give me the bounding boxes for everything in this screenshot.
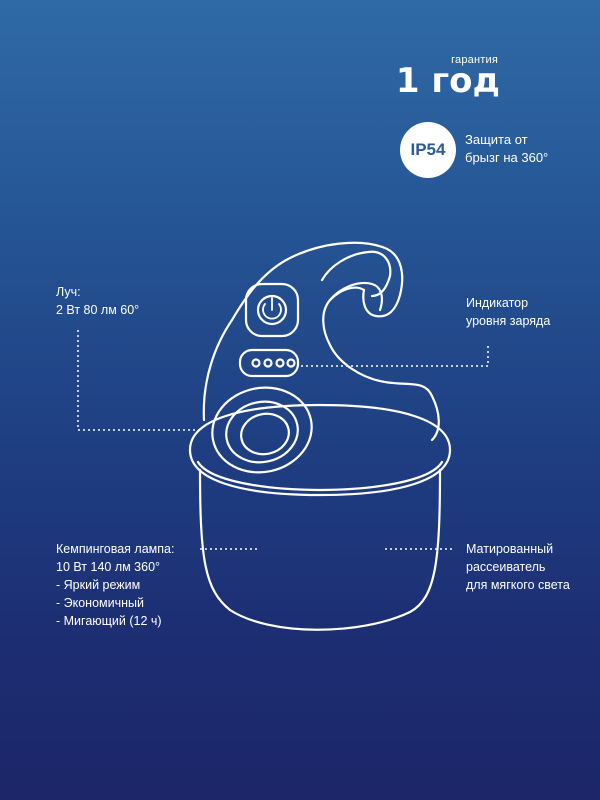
ip-description: Защита от брызг на 360°	[465, 131, 548, 167]
ip-rating-badge: IP54	[400, 122, 456, 178]
beam-label: Луч: 2 Вт 80 лм 60°	[56, 283, 139, 319]
battery-indicator-housing	[238, 348, 300, 378]
beam-spec: 2 Вт 80 лм 60°	[56, 303, 140, 317]
power-button	[256, 294, 288, 326]
spotlight-inner	[225, 400, 299, 464]
indicator-line-1: Индикатор	[466, 296, 529, 310]
diffuser-body	[198, 468, 442, 631]
warranty-block: гарантия 1 год	[395, 54, 500, 101]
diffuser-line-1: Матированный	[466, 542, 554, 556]
diffuser-line-2: рассеиватель	[466, 560, 546, 574]
camping-label: Кемпинговая лампа: 10 Вт 140 лм 360° - Я…	[56, 540, 174, 630]
warranty-value: 1 год	[395, 61, 500, 101]
ip-line-2: брызг на 360°	[465, 150, 549, 165]
camping-spec: 10 Вт 140 лм 360°	[56, 560, 161, 574]
beam-callout-line	[77, 330, 200, 431]
diffuser-label: Матированный рассеиватель для мягкого св…	[466, 540, 570, 594]
spotlight-outer	[211, 386, 313, 474]
handle-grip	[320, 250, 392, 298]
handle-inner	[328, 281, 383, 312]
spotlight-lens	[240, 412, 290, 456]
head-body	[202, 241, 440, 442]
camping-mode-2: - Экономичный	[56, 596, 144, 610]
camping-mode-3: - Мигающий (12 ч)	[56, 614, 162, 628]
indicator-callout-line	[300, 346, 489, 367]
ip-line-1: Защита от	[465, 132, 528, 147]
camping-title: Кемпинговая лампа:	[56, 542, 175, 556]
indicator-line-2: уровня заряда	[466, 314, 551, 328]
rim-outer	[188, 403, 452, 497]
rim-inner	[196, 460, 444, 492]
power-button-housing	[244, 282, 300, 338]
power-icon	[262, 297, 282, 320]
camping-mode-1: - Яркий режим	[56, 578, 141, 592]
warranty-caption: гарантия	[451, 54, 498, 66]
indicator-label: Индикатор уровня заряда	[466, 294, 550, 330]
beam-title: Луч:	[56, 285, 81, 299]
diffuser-line-3: для мягкого света	[466, 578, 570, 592]
